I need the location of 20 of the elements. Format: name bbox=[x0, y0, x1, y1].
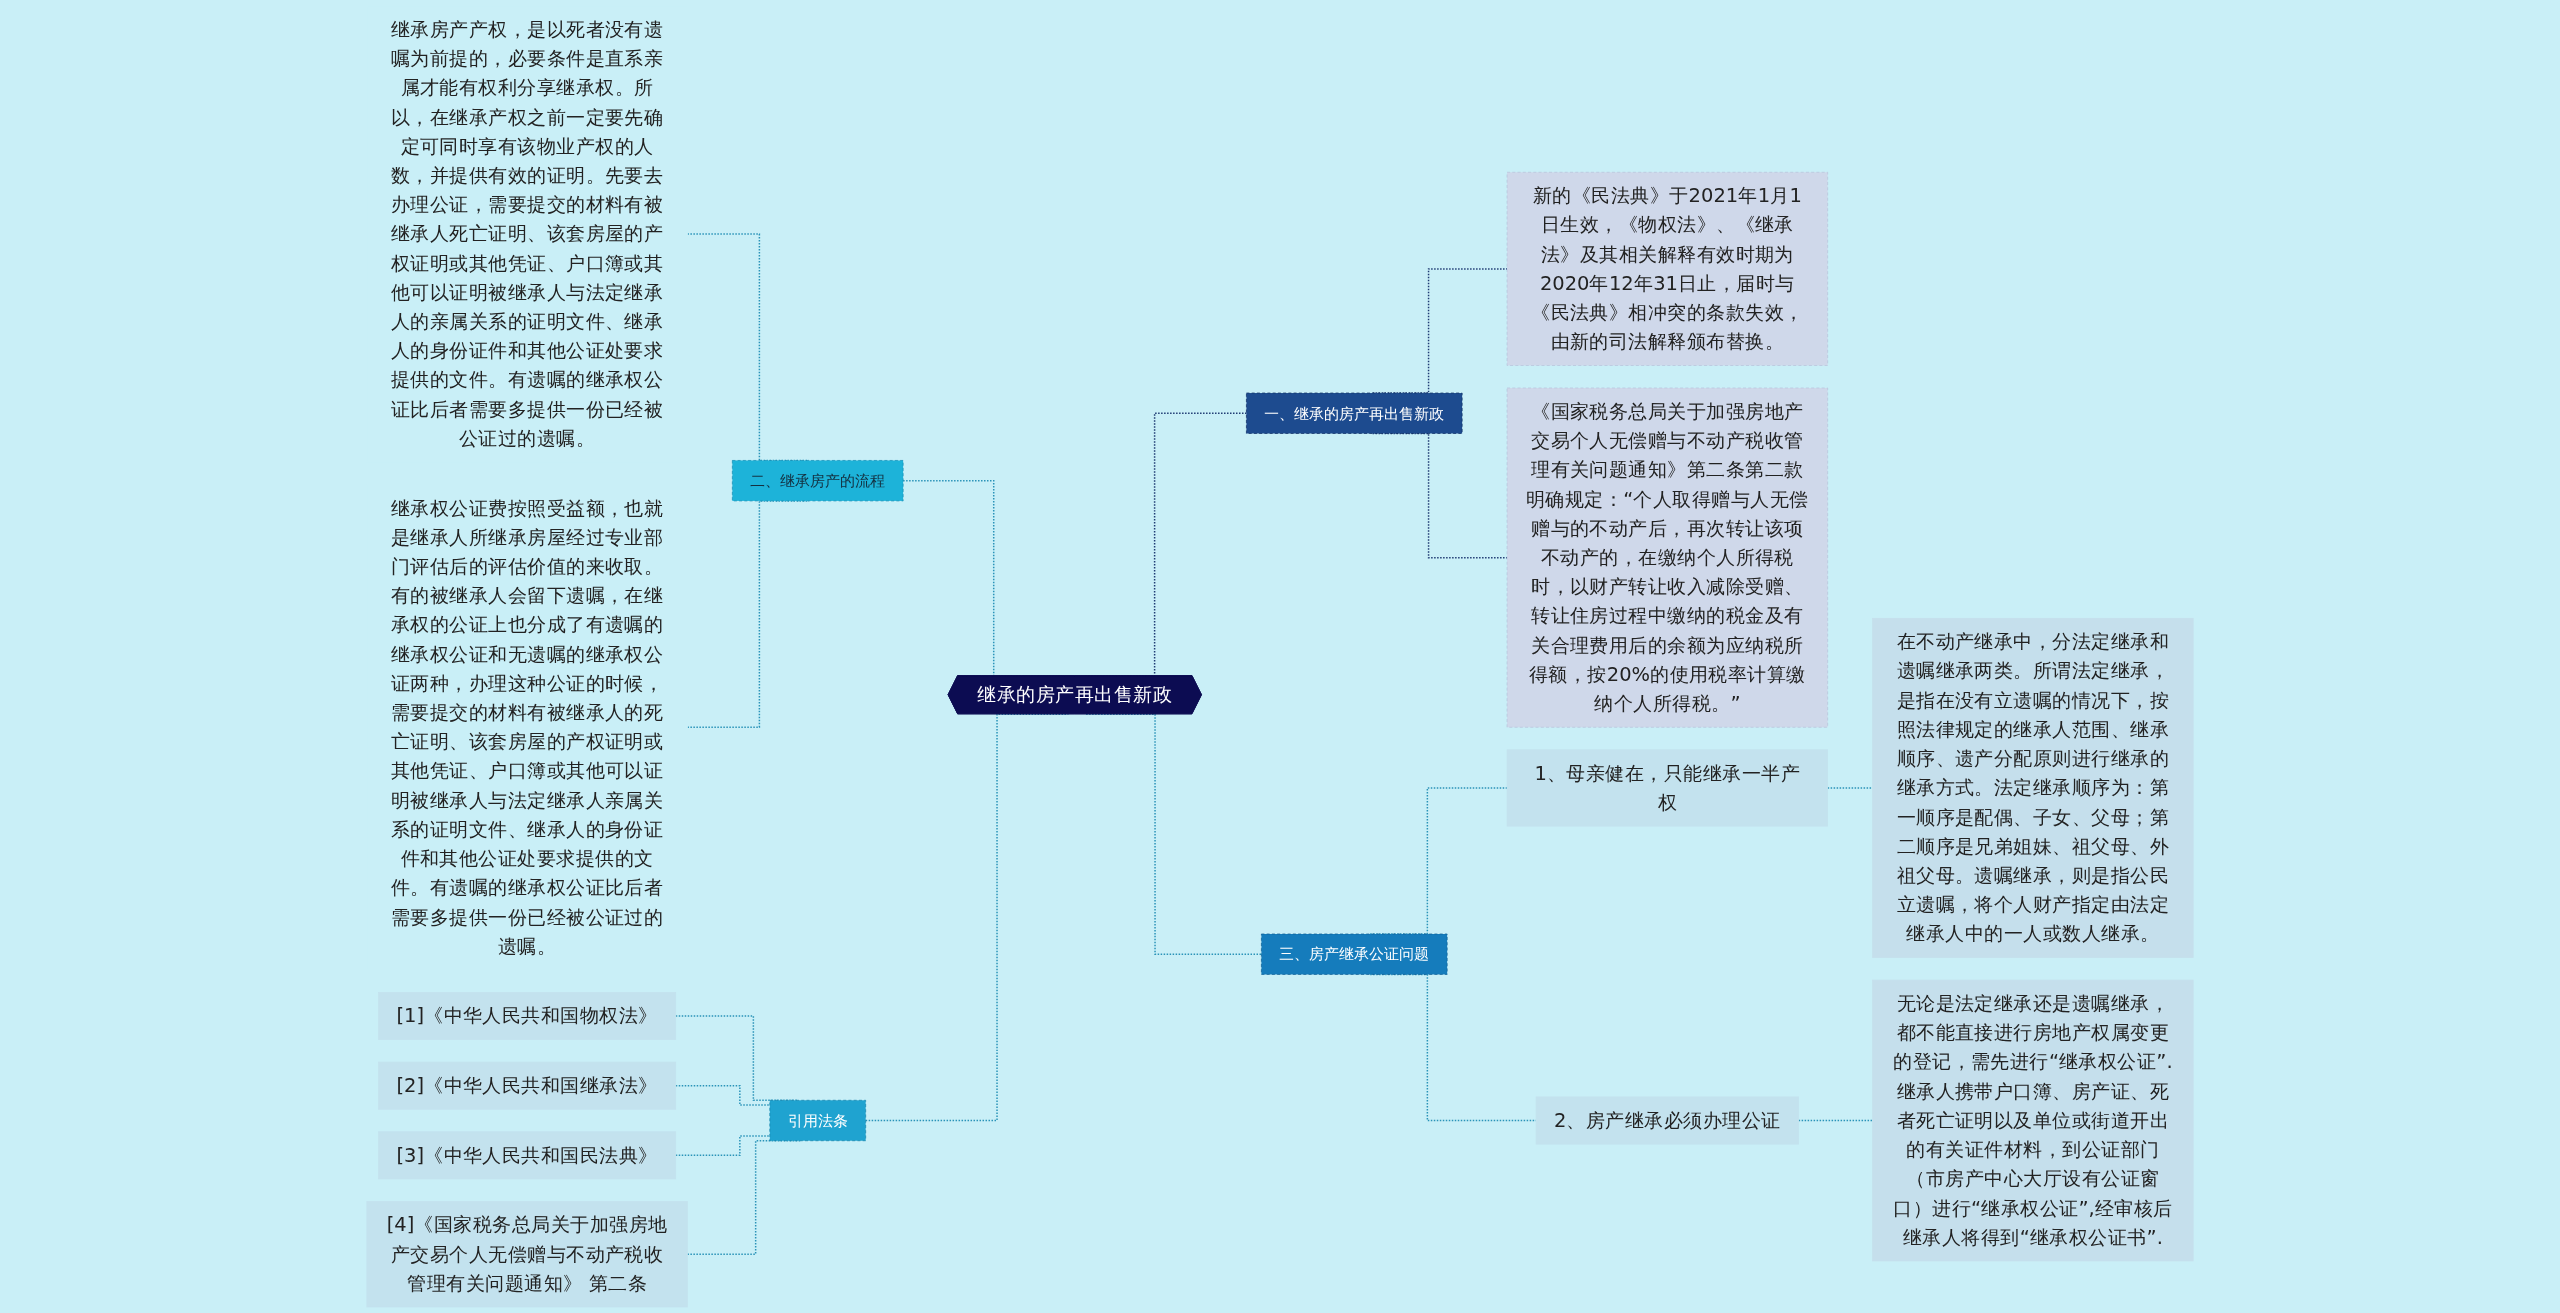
node-box bbox=[1872, 979, 2194, 1262]
node-box bbox=[378, 992, 677, 1040]
node-box bbox=[1506, 171, 1829, 366]
connector bbox=[1826, 787, 1874, 789]
connector bbox=[675, 1084, 771, 1106]
node-box bbox=[1535, 1096, 1799, 1145]
node-box bbox=[1872, 617, 2194, 958]
node-box bbox=[1261, 933, 1448, 975]
node-box bbox=[769, 1099, 867, 1142]
node-text: 继承权公证费按照受益额，也就是继承人所继承房屋经过专业部门评估后的评估价值的来收取。有的被继承人会留下遗嘱，在继承权的公证上也分成了有遗嘱的继承权公证和无遗嘱的继承权公证两种，办理这种公证的时候，需要提交的材料有被继承人的死亡证明、该套房屋的产权证明或其他凭证、户口簿或其他可以证明被继承人与法定继承人亲属关系的证明文件、继承人的身份证件和其他公证处要求提供的文件。有遗嘱的继承权公证比后者需要多提供一份已经被公证过的遗嘱。 bbox=[390, 496, 664, 958]
node-box bbox=[1506, 387, 1829, 728]
node-box bbox=[731, 460, 904, 502]
node-text: 继承房产产权，是以死者没有遗嘱为前提的，必要条件是直系亲属才能有权利分享继承权。所以，在继承产权之前一定要先确定可同时享有该物业产权的人数，并提供有效的证明。先要去办理公证，需要提交的材料有被继承人死亡证明、该套房屋的产权证明或其他凭证、户口簿或其他可以证明被继承人与法定继承人的亲属关系的证明文件、继承人的身份证件和其他公证处要求提供的文件。有遗嘱的继承权公证比后者需要多提供一份已经被公证过的遗嘱。 bbox=[390, 17, 664, 450]
node-box bbox=[378, 1131, 677, 1180]
connector bbox=[1797, 1119, 1874, 1122]
node-box bbox=[378, 1061, 677, 1110]
node-box bbox=[1246, 392, 1463, 434]
node-box bbox=[1506, 749, 1829, 827]
node-box bbox=[366, 1201, 688, 1308]
connector bbox=[675, 1135, 771, 1157]
